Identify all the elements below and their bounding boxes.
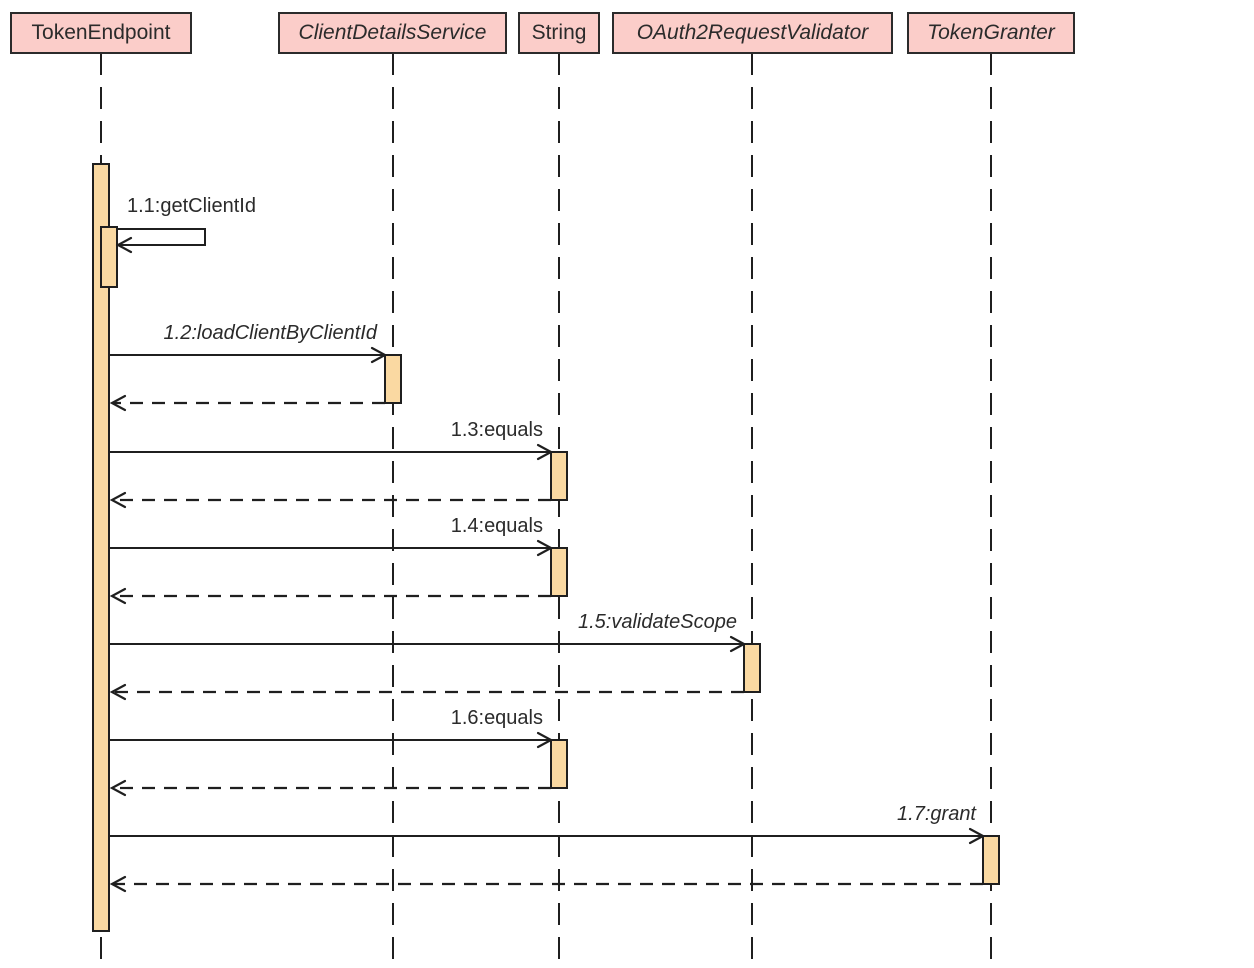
arrowhead-return-validatescope: [109, 683, 127, 701]
activation-token-granter: [982, 835, 1000, 885]
arrowhead-call-equals-1: [536, 443, 554, 461]
self-message-line-getclientid: [109, 228, 206, 246]
activation-string-equals-3: [550, 739, 568, 789]
activation-string-equals-1: [550, 451, 568, 501]
message-label-equals-3: 1.6:equals: [450, 707, 543, 729]
arrowhead-call-equals-2: [536, 539, 554, 557]
message-label-grant: 1.7:grant: [897, 803, 976, 825]
arrowhead-call-loadclientbyclientid: [370, 346, 388, 364]
arrowhead-return-equals-2: [109, 587, 127, 605]
participant-token-endpoint: TokenEndpoint: [10, 12, 192, 54]
message-label-loadclientbyclientid: 1.2:loadClientByClientId: [163, 322, 377, 344]
activation-client-details-service: [384, 354, 402, 404]
participant-label: ClientDetailsService: [298, 21, 487, 44]
activation-token-endpoint-main: [92, 163, 110, 932]
arrowhead-return-equals-1: [109, 491, 127, 509]
participant-token-granter: TokenGranter: [907, 12, 1075, 54]
activation-string-equals-2: [550, 547, 568, 597]
participant-label: TokenEndpoint: [31, 21, 171, 44]
message-label-equals-2: 1.4:equals: [450, 515, 543, 537]
participant-label: TokenGranter: [927, 21, 1055, 44]
arrowhead-call-grant: [968, 827, 986, 845]
participant-client-details-service: ClientDetailsService: [278, 12, 507, 54]
arrowhead-call-equals-3: [536, 731, 554, 749]
participant-oauth2-request-validator: OAuth2RequestValidator: [612, 12, 893, 54]
activation-oauth2-request-validator: [743, 643, 761, 693]
activation-token-endpoint-nested: [100, 226, 118, 288]
participant-label: OAuth2RequestValidator: [636, 21, 869, 44]
message-label-validatescope: 1.5:validateScope: [577, 611, 737, 633]
arrowhead-return-grant: [109, 875, 127, 893]
arrowhead-return-loadclientbyclientid: [109, 394, 127, 412]
participant-label: String: [531, 21, 587, 44]
message-label-getclientid: 1.1:getClientId: [127, 195, 256, 217]
message-label-equals-1: 1.3:equals: [450, 419, 543, 441]
arrowhead-return-equals-3: [109, 779, 127, 797]
arrowhead-self-getclientid: [115, 236, 133, 254]
participant-string: String: [518, 12, 600, 54]
arrowhead-call-validatescope: [729, 635, 747, 653]
